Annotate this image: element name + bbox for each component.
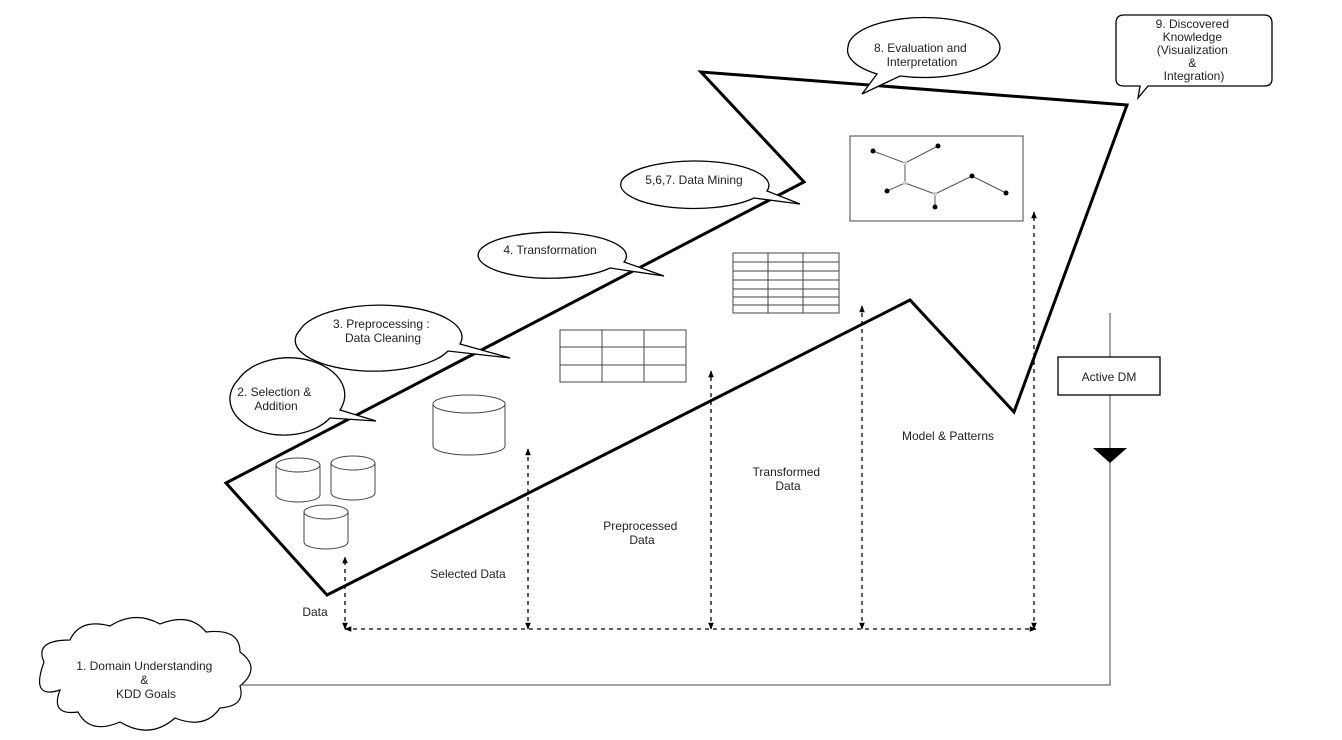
data-cylinder-1 <box>275 457 321 503</box>
active-dm-label: Active DM <box>1082 370 1137 384</box>
data-label: Data <box>302 605 328 619</box>
bubble-evaluation <box>846 16 1001 95</box>
transformed-data-table <box>732 252 840 314</box>
bubble-data-mining <box>620 160 801 210</box>
bubble-transformation <box>477 231 665 279</box>
active-dm-box <box>1057 356 1161 396</box>
model-patterns-label: Model & Patterns <box>902 429 994 443</box>
bubble-selection <box>229 357 377 436</box>
preprocessing-label: 3. Preprocessing : Data Cleaning <box>333 317 433 345</box>
data-cylinder-3 <box>303 504 349 550</box>
domain-label: 1. Domain Understanding & KDD Goals <box>76 659 215 701</box>
transformation-label: 4. Transformation <box>503 243 596 257</box>
selected-data-cylinder <box>432 394 506 456</box>
down-arrow-icon <box>1093 448 1127 463</box>
selected-data-label: Selected Data <box>430 567 506 581</box>
domain-cloud <box>39 616 252 731</box>
preprocessed-data-table <box>559 329 687 383</box>
knowledge-label: 9. Discovered Knowledge (Visualization &… <box>1156 17 1233 83</box>
selection-label: 2. Selection & Addition <box>237 385 314 413</box>
preprocessed-data-label: Preprocessed Data <box>603 519 680 547</box>
feedback-line <box>240 313 1111 686</box>
knowledge-callout <box>1115 14 1273 101</box>
transformed-data-label: Transformed Data <box>753 465 824 493</box>
model-patterns-graph <box>849 135 1024 222</box>
data-cylinder-2 <box>330 455 376 501</box>
stage-axes <box>342 211 1037 632</box>
bubble-preprocessing <box>294 304 511 372</box>
evaluation-label: 8. Evaluation and Interpretation <box>874 41 970 69</box>
data-mining-label: 5,6,7. Data Mining <box>645 173 742 187</box>
